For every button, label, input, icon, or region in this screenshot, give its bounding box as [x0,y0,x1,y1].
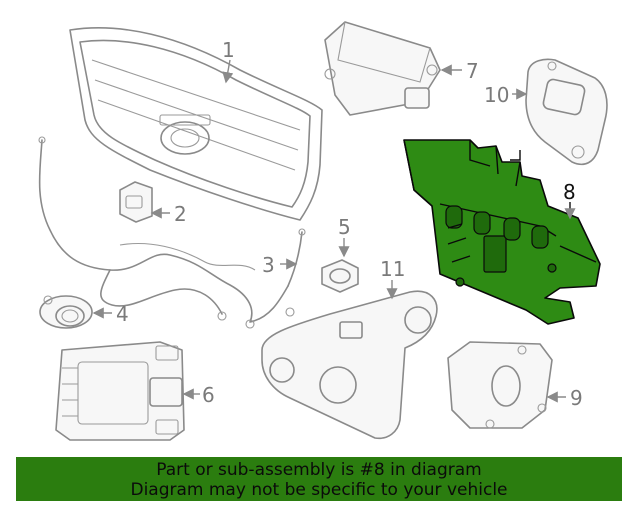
callout-3: 3 [262,253,298,277]
callout-1: 1 [222,38,235,84]
callout-11: 11 [380,257,405,300]
callout-6: 6 [182,383,215,407]
callout-8: 8 [563,180,576,220]
svg-text:9: 9 [570,386,583,410]
svg-text:2: 2 [174,202,187,226]
callout-2: 2 [150,202,187,226]
svg-text:6: 6 [202,383,215,407]
part-6-control-module[interactable] [55,341,185,441]
callout-7: 7 [440,59,479,83]
callout-4: 4 [92,302,129,326]
callout-9: 9 [546,386,583,410]
parts-diagram: 1 7 10 2 [38,21,608,441]
svg-text:11: 11 [380,257,405,281]
part-10-sensor[interactable] [525,58,608,166]
svg-text:7: 7 [466,59,479,83]
svg-text:10: 10 [484,83,509,107]
banner-line-1: Part or sub-assembly is #8 in diagram [156,460,482,480]
part-2-switch[interactable] [119,181,153,223]
notice-banner: Part or sub-assembly is #8 in diagram Di… [16,457,622,501]
part-4-camera[interactable] [39,295,93,329]
svg-text:5: 5 [338,215,351,239]
svg-text:4: 4 [116,302,129,326]
svg-text:8: 8 [563,180,576,204]
part-9-switch-box[interactable] [447,341,553,429]
part-11-bracket[interactable] [261,290,438,440]
part-5-sensor[interactable] [321,259,359,293]
svg-text:3: 3 [262,253,275,277]
banner-line-2: Diagram may not be specific to your vehi… [130,480,508,500]
part-1-panel-frame[interactable] [69,27,323,221]
svg-text:1: 1 [222,38,235,62]
part-8-mounting-bracket[interactable] [403,139,601,325]
callout-5: 5 [338,215,351,258]
part-7-module[interactable] [324,21,441,116]
callout-10: 10 [484,83,528,107]
